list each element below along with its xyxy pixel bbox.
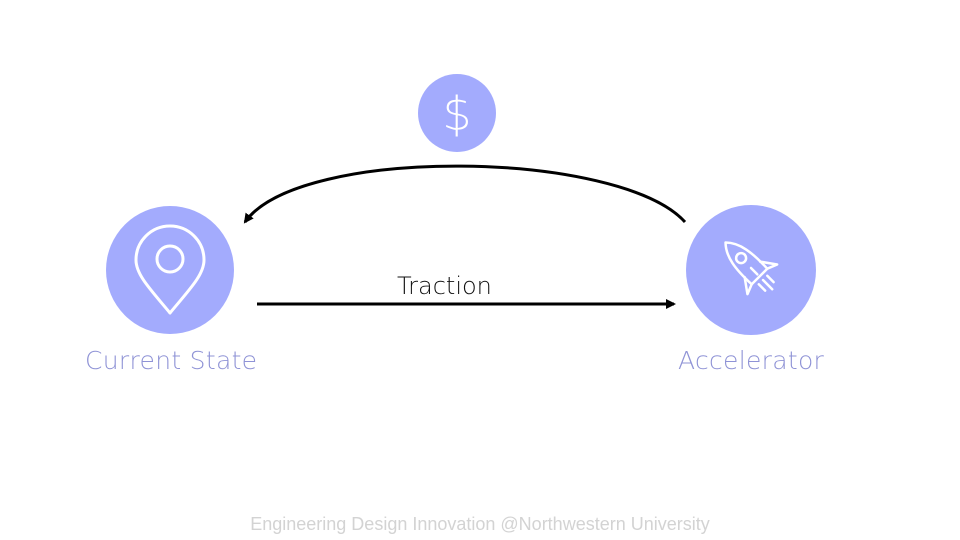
accelerator-label: Accelerator (678, 346, 825, 375)
funding-node: $ (418, 74, 496, 152)
return-arc (243, 164, 687, 224)
map-pin-icon (134, 224, 206, 315)
dollar-icon: $ (442, 87, 471, 141)
accelerator-node (686, 205, 816, 335)
rocket-icon (724, 241, 779, 296)
footer-credit: Engineering Design Innovation @Northwest… (250, 514, 710, 534)
traction-label: Traction (397, 272, 492, 300)
current-state-label: Current State (85, 346, 258, 375)
current-state-node (106, 206, 234, 334)
